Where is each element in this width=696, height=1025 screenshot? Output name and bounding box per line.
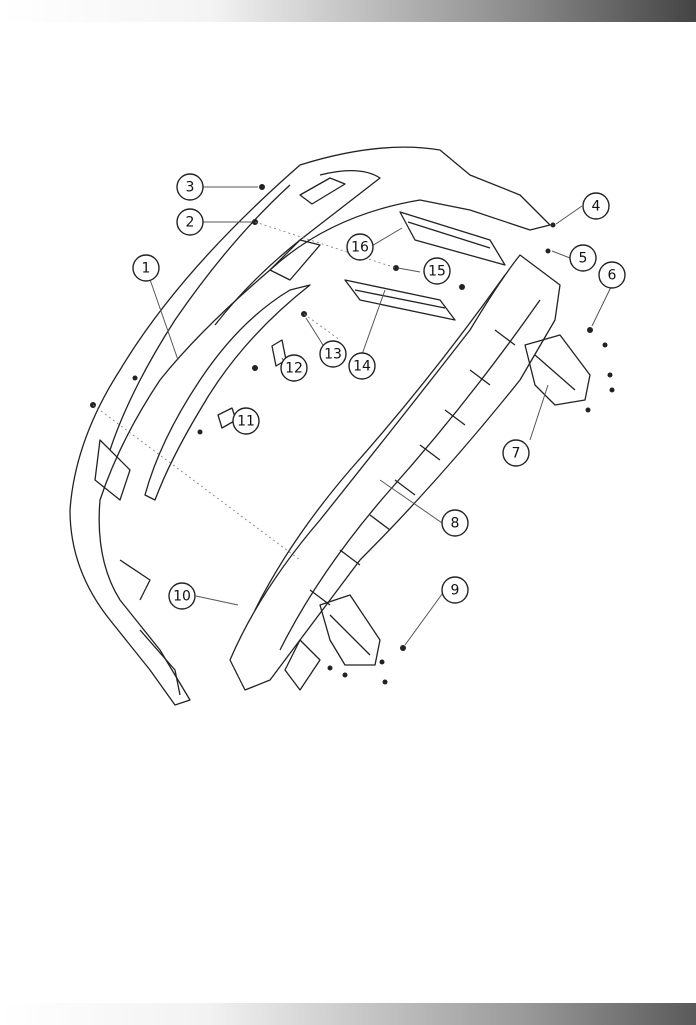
callout-circle	[582, 192, 610, 220]
callout-circle	[168, 582, 196, 610]
callout-11: 11	[232, 407, 260, 435]
callout-label: 14	[353, 359, 371, 375]
callout-circle	[441, 576, 469, 604]
side-bracket-right	[524, 334, 591, 406]
callout-circle	[348, 352, 376, 380]
callout-circle	[176, 173, 204, 201]
callout-circle	[319, 340, 347, 368]
fasteners	[90, 184, 615, 685]
callout-label: 16	[351, 240, 369, 256]
bumper-cover	[69, 146, 551, 706]
callout-circle	[176, 208, 204, 236]
callout-10: 10	[168, 582, 196, 610]
top-gradient-band	[0, 0, 696, 22]
side-bracket-lower	[319, 594, 381, 666]
lower-bracket	[344, 279, 456, 321]
callout-label: 13	[324, 347, 342, 363]
callout-circle	[346, 233, 374, 261]
inner-arch-strip	[144, 284, 311, 501]
callout-label: 9	[451, 583, 460, 599]
bumper-beam	[229, 254, 561, 691]
callout-circle	[441, 509, 469, 537]
callout-circle	[598, 261, 626, 289]
callout-9: 9	[441, 576, 469, 604]
callout-label: 2	[186, 215, 195, 231]
callout-circle	[280, 354, 308, 382]
callout-circle	[569, 244, 597, 272]
callout-13: 13	[319, 340, 347, 368]
callout-label: 8	[451, 516, 460, 532]
callout-5: 5	[569, 244, 597, 272]
callout-label: 15	[428, 264, 446, 280]
bottom-gradient-band	[0, 1003, 696, 1025]
callout-label: 6	[608, 268, 617, 284]
callout-2: 2	[176, 208, 204, 236]
callout-3: 3	[176, 173, 204, 201]
callout-label: 12	[285, 361, 303, 377]
callout-4: 4	[582, 192, 610, 220]
callout-label: 4	[592, 199, 601, 215]
callout-1: 1	[132, 254, 160, 282]
callout-7: 7	[502, 439, 530, 467]
callout-12: 12	[280, 354, 308, 382]
callout-circle	[232, 407, 260, 435]
callout-label: 1	[142, 261, 151, 277]
callout-circle	[423, 257, 451, 285]
leader-lines	[145, 186, 613, 646]
callout-label: 7	[512, 446, 521, 462]
alignment-lines	[92, 221, 397, 561]
callout-circle	[502, 439, 530, 467]
callout-label: 3	[186, 180, 195, 196]
callout-14: 14	[348, 352, 376, 380]
callout-circle	[132, 254, 160, 282]
callout-label: 11	[237, 414, 255, 430]
upper-bracket	[399, 211, 506, 266]
callout-8: 8	[441, 509, 469, 537]
callout-label: 10	[173, 589, 191, 605]
callout-15: 15	[423, 257, 451, 285]
callout-16: 16	[346, 233, 374, 261]
callout-6: 6	[598, 261, 626, 289]
callout-label: 5	[579, 251, 588, 267]
